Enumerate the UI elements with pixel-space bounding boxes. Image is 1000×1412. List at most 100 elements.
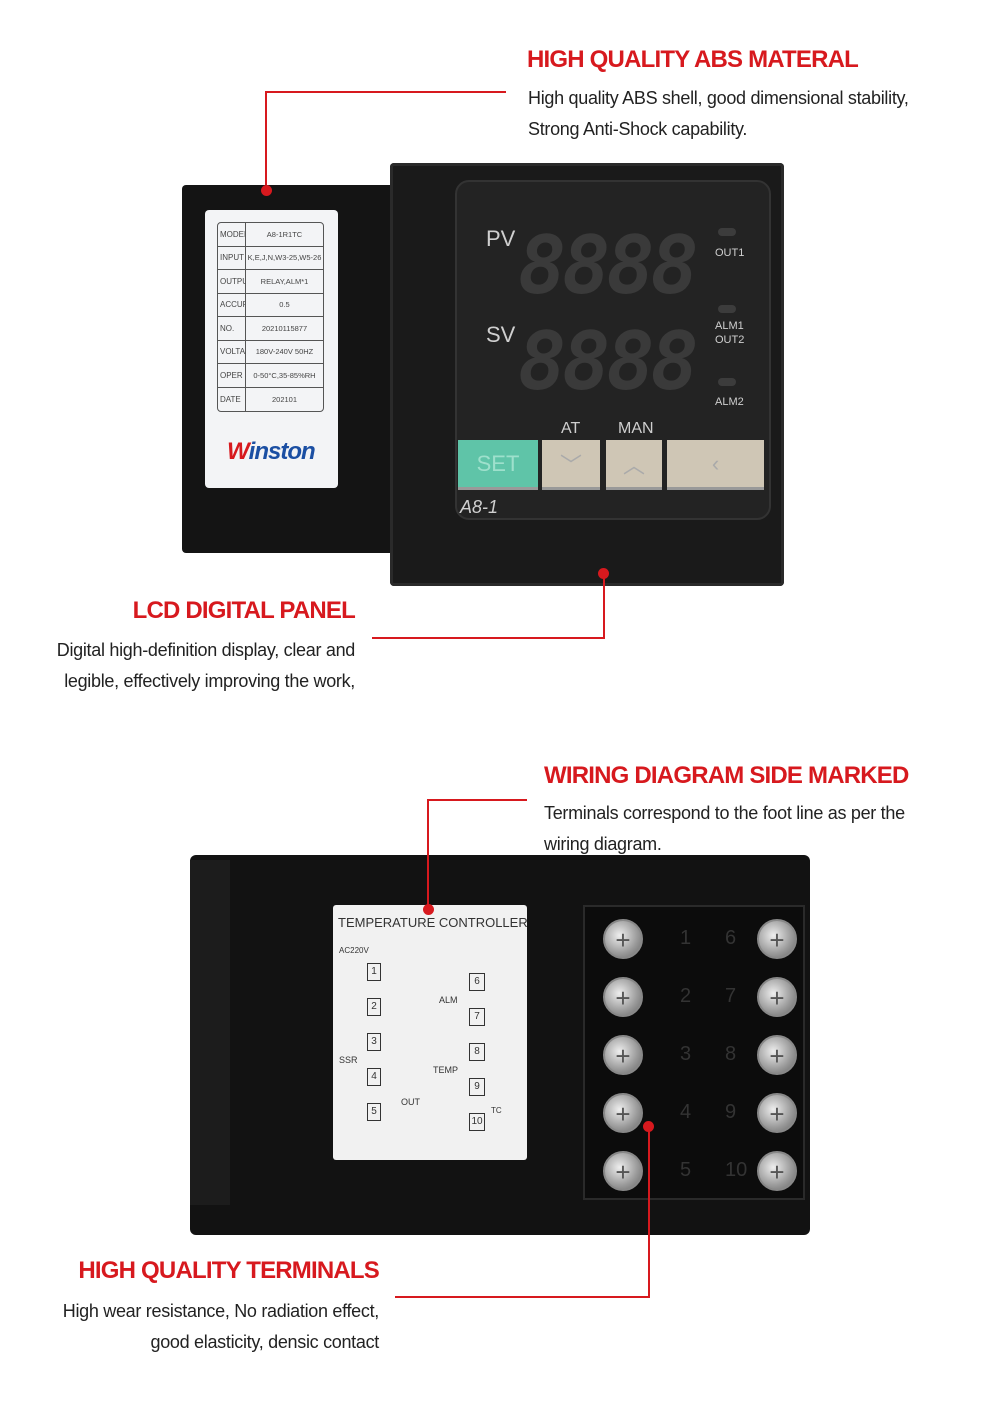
wiring-terminal: 4 (367, 1068, 381, 1086)
out2-label: OUT2 (715, 334, 745, 346)
alm2-led (718, 378, 736, 386)
terminal-screw (757, 1035, 797, 1075)
desc-abs-material: High quality ABS shell, good dimensional… (528, 83, 909, 145)
terminal-screw (603, 1151, 643, 1191)
terminal-screw (757, 977, 797, 1017)
terminal-number: 2 (680, 985, 692, 1007)
callout-line (427, 799, 527, 801)
spec-key: NO. (218, 317, 246, 340)
callout-dot (598, 568, 609, 579)
terminal-screw (757, 1093, 797, 1133)
wiring-terminal: 10 (469, 1113, 485, 1131)
terminal-number: 4 (680, 1101, 692, 1123)
desc-line: Terminals correspond to the foot line as… (544, 803, 905, 823)
terminal-screw (603, 977, 643, 1017)
desc-line: good elasticity, densic contact (150, 1332, 380, 1352)
temp-label: TEMP (433, 1065, 459, 1075)
at-label: AT (561, 420, 581, 437)
spec-value: 0-50°C,35-85%RH (253, 370, 316, 380)
wiring-terminal: 9 (469, 1078, 485, 1096)
spec-value: 20210115877 (261, 323, 308, 333)
out1-led (718, 228, 736, 236)
desc-line: High quality ABS shell, good dimensional… (528, 88, 909, 108)
wiring-title: TEMPERATURE CONTROLLER (338, 915, 528, 930)
spec-value: 202101 (271, 394, 298, 404)
wiring-terminal: 2 (367, 998, 381, 1016)
spec-value: RELAY,ALM*1 (260, 276, 309, 286)
out-label: OUT (401, 1097, 420, 1107)
wiring-terminal: 1 (367, 963, 381, 981)
terminal-number: 6 (725, 927, 737, 949)
up-button[interactable]: ︿ (606, 440, 662, 490)
wiring-terminal: 7 (469, 1008, 485, 1026)
callout-line (603, 574, 605, 639)
callout-line (427, 799, 429, 909)
terminal-screw (603, 1093, 643, 1133)
spec-key: MODEL (218, 223, 246, 246)
desc-terminals: High wear resistance, No radiation effec… (62, 1296, 380, 1358)
pv-label: PV (486, 226, 516, 251)
desc-wiring: Terminals correspond to the foot line as… (544, 798, 905, 860)
desc-line: legible, effectively improving the work, (64, 671, 355, 691)
man-label: MAN (618, 420, 654, 437)
terminal-number: 1 (680, 927, 692, 949)
terminal-screw (757, 1151, 797, 1191)
terminal-number: 3 (680, 1043, 692, 1065)
heading-wiring: WIRING DIAGRAM SIDE MARKED (544, 762, 909, 789)
spec-row: VOLTAGE 180V-240V 50HZ (218, 340, 323, 364)
desc-line: Strong Anti-Shock capability. (528, 119, 748, 139)
wiring-terminal: 5 (367, 1103, 381, 1121)
ac-label: AC220V (339, 946, 369, 955)
terminal-screw (757, 919, 797, 959)
spec-key: INPUT (218, 246, 246, 269)
spec-value: A8-1R1TC (266, 229, 303, 239)
callout-dot (643, 1121, 654, 1132)
out1-label: OUT1 (715, 247, 745, 259)
terminal-number: 5 (680, 1159, 692, 1181)
spec-row: ACCURAC 0.5 (218, 293, 323, 317)
spec-key: ACCURAC (218, 293, 246, 316)
wiring-label: TEMPERATURE CONTROLLER AC220V ALM SSR TE… (333, 905, 528, 1160)
callout-line (395, 1296, 650, 1298)
terminal-number: 9 (725, 1101, 737, 1123)
heading-terminals: HIGH QUALITY TERMINALS (78, 1257, 379, 1284)
terminal-number: 8 (725, 1043, 737, 1065)
desc-lcd-panel: Digital high-definition display, clear a… (56, 635, 356, 697)
wiring-terminal: 8 (469, 1043, 485, 1061)
set-button[interactable]: SET (458, 440, 538, 490)
terminal-screw (603, 1035, 643, 1075)
pv-digits: 8888 (518, 226, 699, 306)
alm2-label: ALM2 (715, 396, 744, 408)
down-button[interactable]: ﹀ (542, 440, 600, 490)
alm-label: ALM (439, 995, 458, 1005)
desc-line: High wear resistance, No radiation effec… (62, 1301, 380, 1321)
desc-line: Digital high-definition display, clear a… (56, 640, 356, 660)
shift-button[interactable]: ‹ (667, 440, 764, 490)
wiring-terminal: 3 (367, 1033, 381, 1051)
spec-row: MODEL A8-1R1TC (218, 223, 323, 247)
alm1-led (718, 305, 736, 313)
callout-line (372, 637, 605, 639)
brand-logo: Winston (227, 438, 316, 465)
callout-line (266, 91, 506, 93)
heading-abs-material: HIGH QUALITY ABS MATERAL (527, 46, 859, 73)
spec-value: 180V-240V 50HZ (255, 347, 314, 357)
heading-lcd-panel: LCD DIGITAL PANEL (132, 597, 356, 624)
spec-key: VOLTAGE (218, 340, 246, 363)
spec-value: K,E,J,N,W3-25,W5-26 (247, 253, 322, 263)
spec-value: 0.5 (279, 300, 290, 310)
callout-dot (423, 904, 434, 915)
terminal-number: 10 (725, 1159, 748, 1181)
callout-dot (261, 185, 272, 196)
spec-row: NO. 20210115877 (218, 317, 323, 341)
tc-label: TC (491, 1106, 502, 1115)
model-label: A8-1 (460, 497, 499, 517)
callout-line (648, 1127, 650, 1298)
wiring-terminal: 6 (469, 973, 485, 991)
